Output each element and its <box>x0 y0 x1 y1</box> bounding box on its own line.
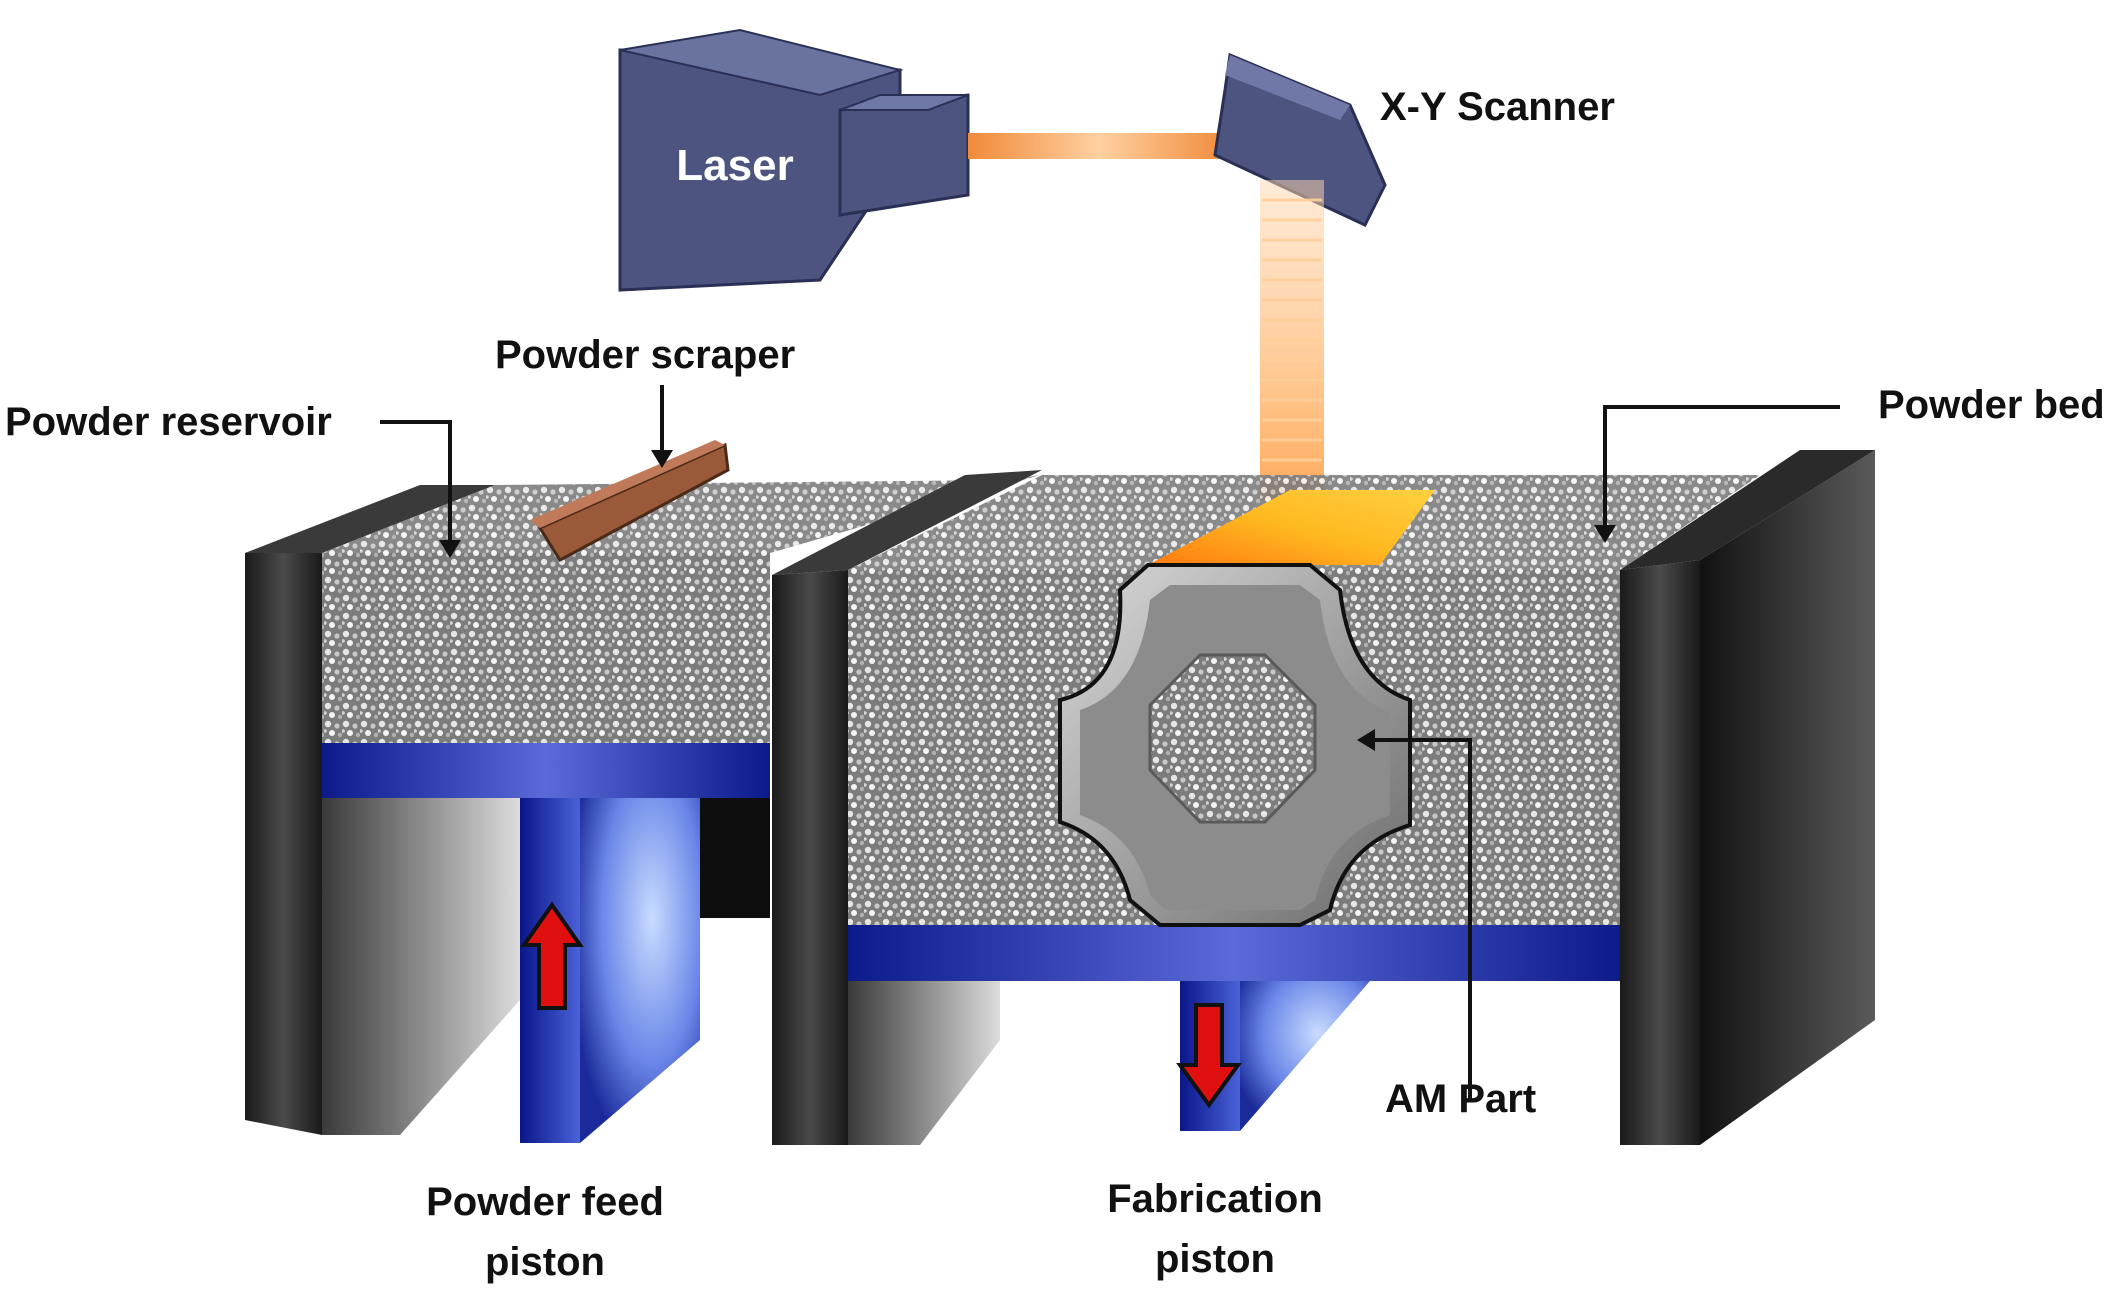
powder-scraper <box>530 440 730 562</box>
right-wall <box>1620 450 1875 1145</box>
laser-beam-horizontal <box>968 133 1230 159</box>
red-down-arrow-icon <box>1176 1003 1242 1109</box>
middle-wall <box>772 470 1042 1145</box>
fabrication-piston-label-line1: Fabrication <box>1107 1177 1323 1221</box>
laser-beam-vertical <box>1260 180 1324 521</box>
powder-feed-piston-label-line1: Powder feed <box>426 1180 664 1224</box>
leader-lines <box>380 385 1840 1100</box>
laser-source <box>618 28 970 292</box>
powder-feed-piston <box>520 798 700 1143</box>
red-up-arrow-icon <box>520 901 584 1010</box>
powder-bed-label: Powder bed <box>1878 383 2105 427</box>
powder-reservoir <box>322 475 1040 1135</box>
laser-label: Laser <box>676 141 793 190</box>
powder-scraper-label: Powder scraper <box>495 333 795 377</box>
leader-arrowheads <box>439 450 1616 751</box>
powder-feed-piston-label-line2: piston <box>485 1240 605 1284</box>
melt-pool <box>1148 490 1435 565</box>
am-part <box>1058 563 1412 927</box>
left-wall <box>245 485 495 1135</box>
powder-reservoir-label: Powder reservoir <box>5 400 332 444</box>
xy-scanner-mirror <box>1213 52 1387 227</box>
xy-scanner-label: X-Y Scanner <box>1380 85 1615 129</box>
fabrication-piston-label-line2: piston <box>1155 1237 1275 1281</box>
am-part-label: AM Part <box>1385 1077 1536 1121</box>
